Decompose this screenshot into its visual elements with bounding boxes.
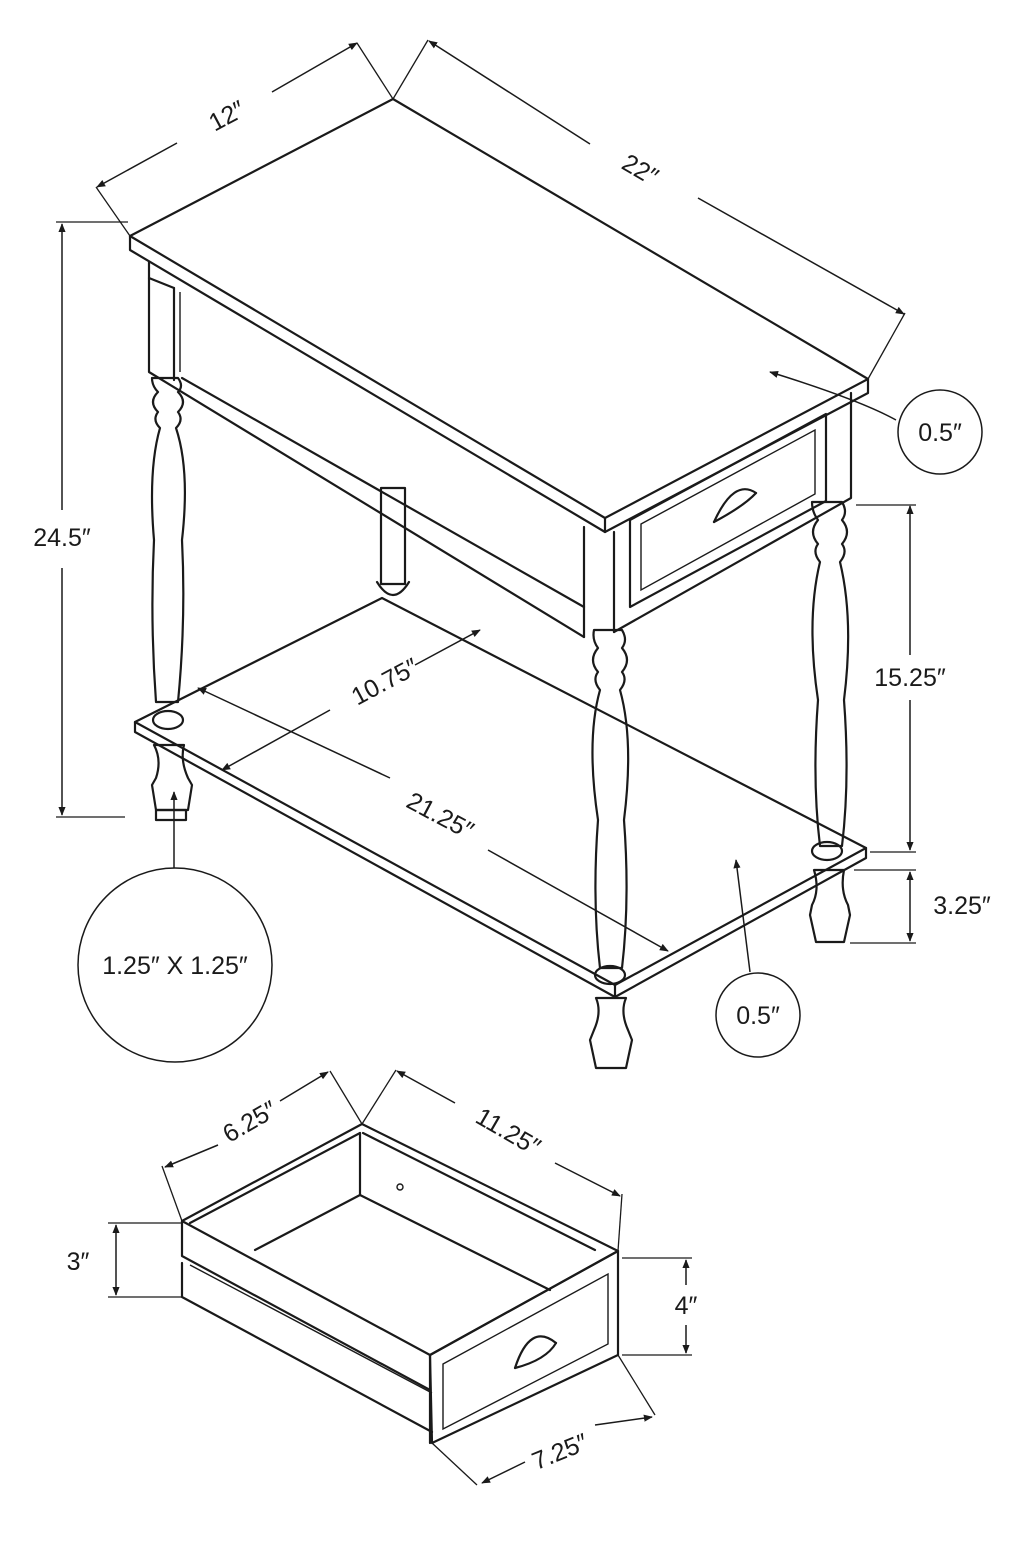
label-drawer-front-height: 4″: [675, 1292, 698, 1320]
label-floor-clearance: 3.25″: [933, 892, 991, 920]
lower-shelf: [133, 596, 868, 999]
leg-size-callout-circle: [77, 867, 273, 1063]
table-drawer-front: [628, 412, 828, 609]
label-drawer-inner-height: 3″: [67, 1248, 90, 1276]
label-leg-size: 1.25″ X 1.25″: [102, 952, 248, 980]
label-shelf-depth: 10.75″: [347, 653, 423, 711]
label-shelf-thickness: 0.5″: [736, 1002, 780, 1030]
back-leg: [375, 486, 411, 597]
label-drawer-front-width: 7.25″: [528, 1428, 592, 1476]
label-shelf-height: 15.25″: [874, 664, 946, 692]
table-top: [128, 97, 870, 534]
front-middle-leg: [588, 628, 634, 1070]
drawer: [180, 1122, 620, 1445]
table-apron: [147, 260, 853, 639]
label-drawer-width: 6.25″: [218, 1095, 282, 1148]
end-table: [128, 97, 870, 1070]
label-drawer-depth: 11.25″: [471, 1102, 545, 1161]
front-left-leg: [150, 376, 194, 822]
dimension-lines: [56, 39, 916, 1486]
label-shelf-width: 21.25″: [402, 787, 478, 845]
shelf-thickness-callout-circle: [715, 972, 801, 1058]
label-top-depth: 12″: [204, 95, 250, 137]
label-top-thickness: 0.5″: [918, 419, 962, 447]
label-overall-height: 24.5″: [33, 524, 91, 552]
label-top-width: 22″: [617, 149, 663, 192]
top-thickness-callout-circle: [897, 389, 983, 475]
